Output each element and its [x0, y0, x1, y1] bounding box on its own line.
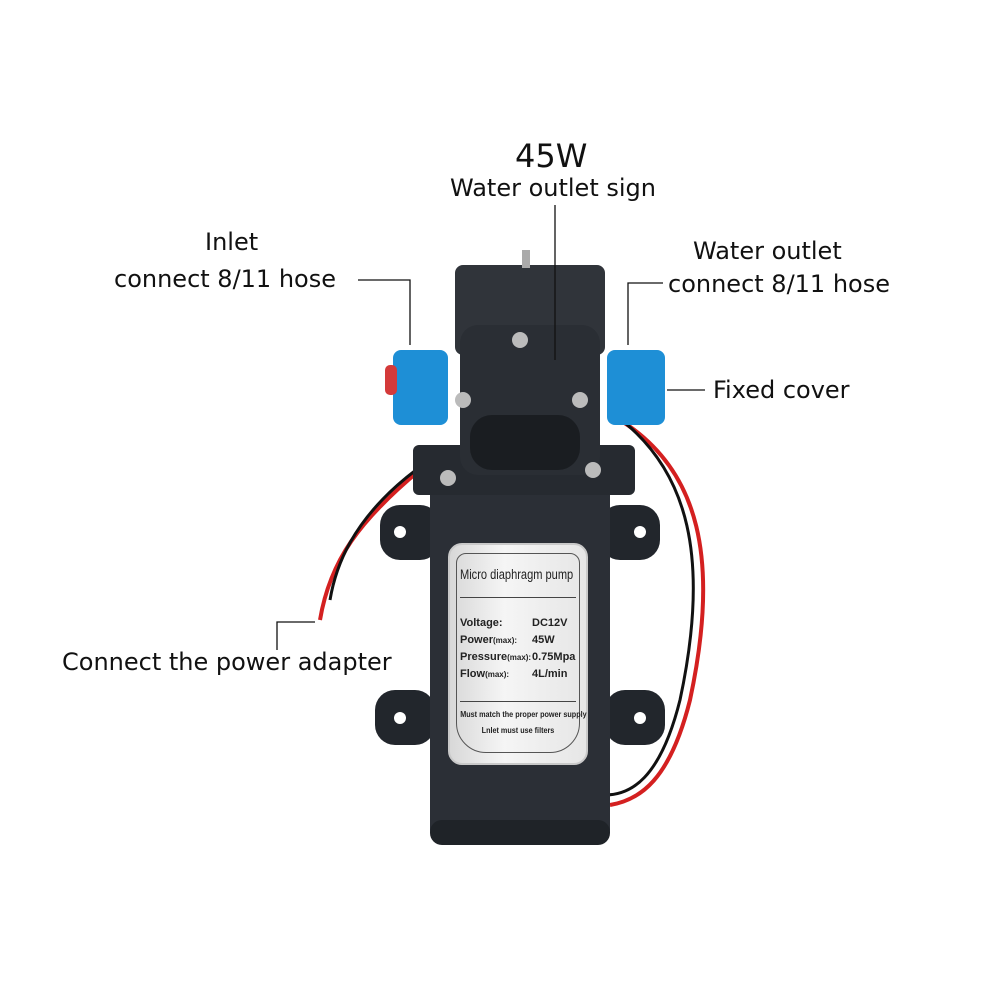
wattage-headline: 45W [515, 137, 588, 175]
spec-label-plate: Micro diaphragm pump Voltage:DC12V Power… [448, 543, 588, 765]
fixed-cover-label: Fixed cover [713, 376, 850, 404]
inlet-label: Inlet [205, 228, 259, 256]
inlet-hose-label: connect 8/11 hose [114, 265, 336, 293]
plate-note-filter: Lnlet must use filters [481, 725, 555, 735]
plate-note-power: Must match the proper power supply [460, 709, 587, 719]
power-adapter-label: Connect the power adapter [62, 648, 392, 676]
spec-power: Power(max):45W [460, 634, 555, 646]
spec-flow: Flow(max):4L/min [460, 668, 568, 680]
spec-pressure: Pressure(max):0.75Mpa [460, 651, 576, 663]
outlet-hose-label: connect 8/11 hose [668, 270, 890, 298]
plate-title: Micro diaphragm pump [460, 567, 574, 582]
water-outlet-sign-label: Water outlet sign [450, 174, 656, 202]
spec-voltage: Voltage:DC12V [460, 617, 568, 629]
outlet-label: Water outlet [693, 237, 842, 265]
